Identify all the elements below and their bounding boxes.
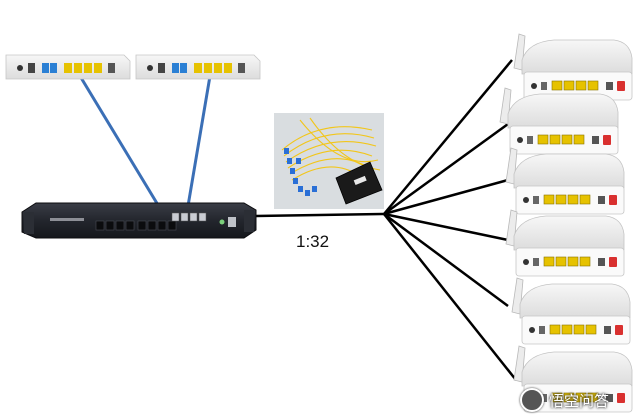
fanout-line [383, 178, 509, 216]
top-ont-right [135, 54, 261, 80]
ont-right-2 [499, 87, 619, 155]
fanout-line [383, 212, 509, 308]
watermark-badge-icon [520, 388, 544, 412]
top-ont-left [5, 54, 131, 80]
splitter-photo [274, 113, 384, 209]
olt-link-2 [186, 75, 212, 207]
fanout-line [383, 213, 517, 381]
split-fanout [383, 59, 517, 381]
watermark-text: 悟空问答 [549, 391, 610, 410]
olt-link-1 [78, 75, 160, 206]
split-ratio-label: 1:32 [296, 232, 330, 251]
olt-to-ont-links [78, 75, 212, 207]
ont-right-1 [513, 33, 633, 101]
ont-right-3 [505, 147, 625, 215]
feeder-fiber [255, 212, 385, 218]
fanout-line [383, 212, 509, 242]
watermark: 悟空问答 [520, 386, 636, 414]
fanout-line [383, 122, 509, 216]
fanout-line [383, 59, 513, 215]
ont-right-5 [511, 277, 631, 345]
olt-chassis [21, 202, 257, 239]
ont-right-4 [505, 209, 625, 277]
